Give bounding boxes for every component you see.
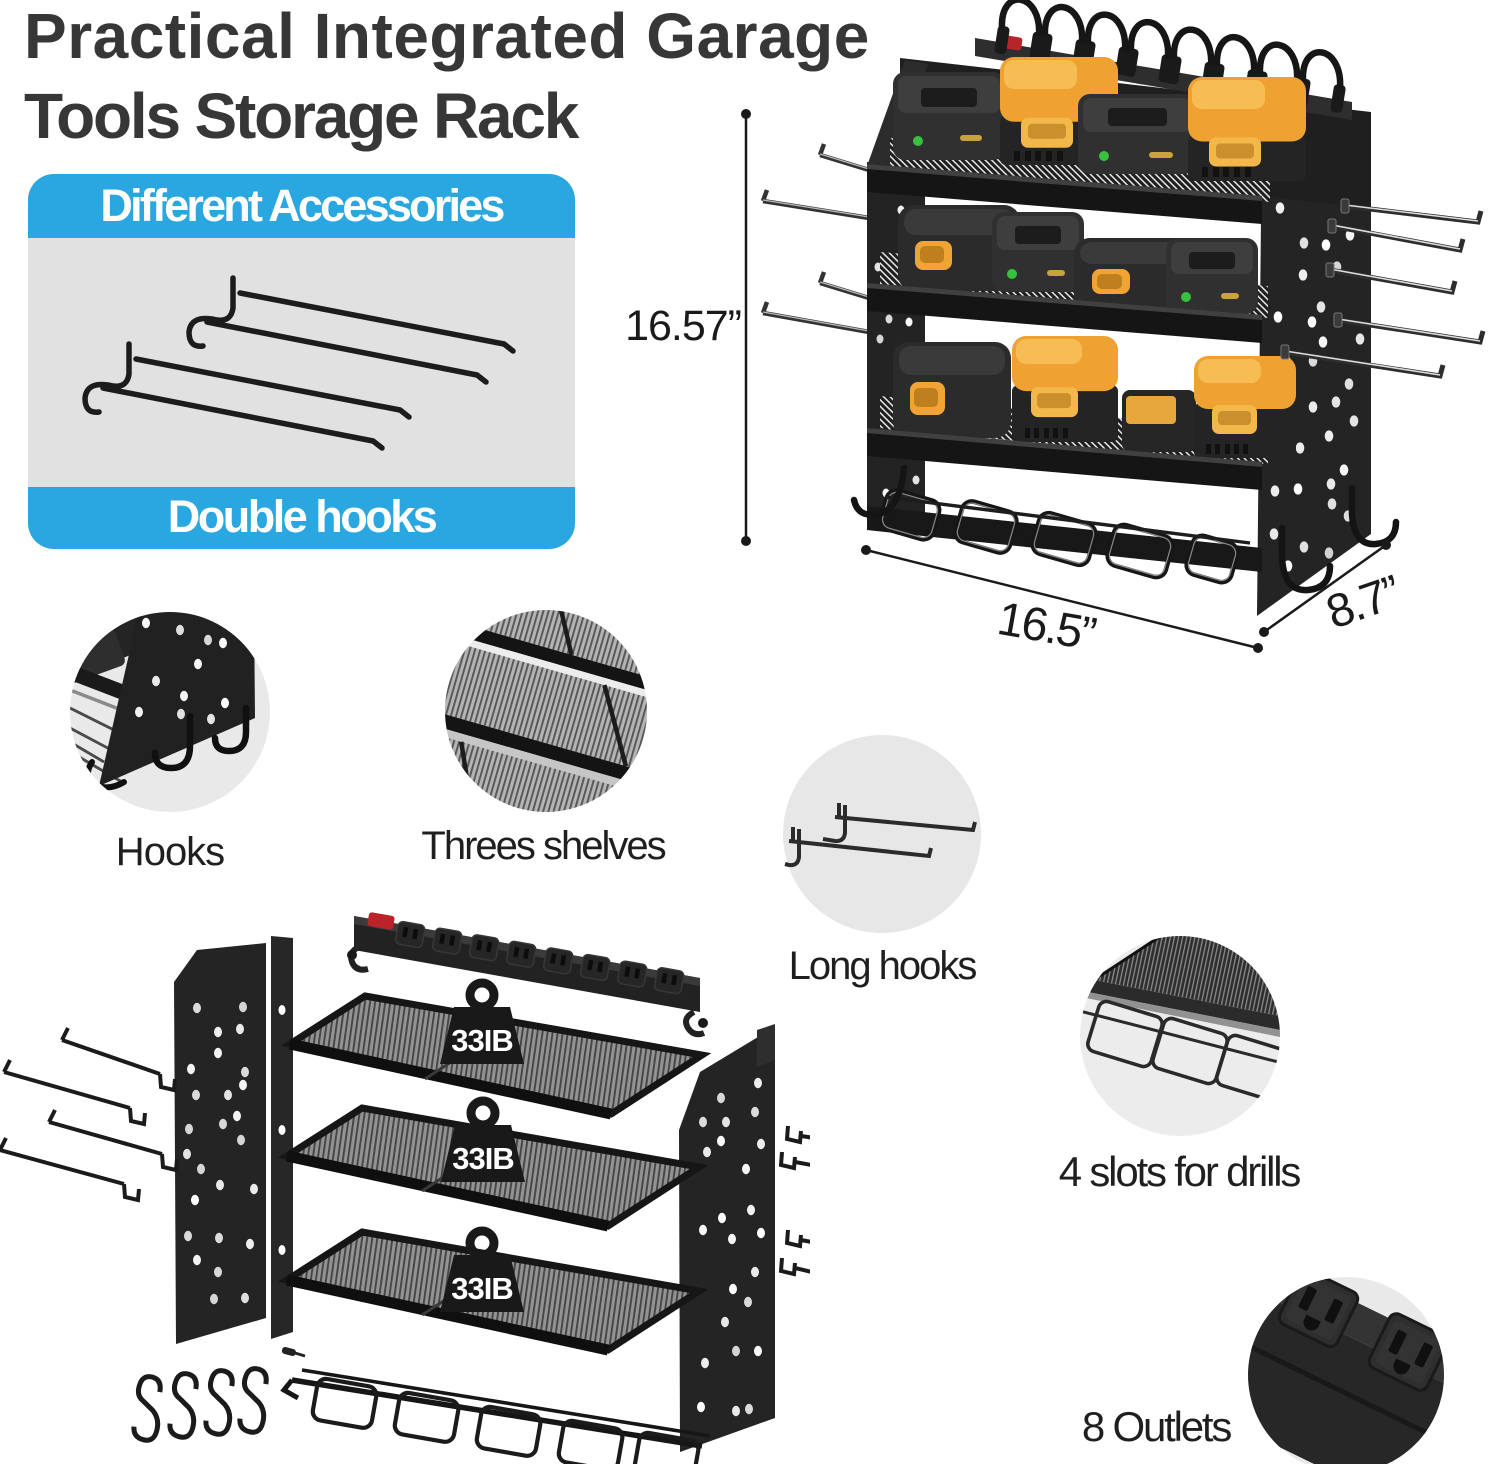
svg-text:16.57”: 16.57”: [625, 302, 741, 350]
svg-text:33IB: 33IB: [451, 1271, 512, 1306]
svg-text:8.7”: 8.7”: [1319, 565, 1406, 639]
svg-text:33IB: 33IB: [451, 1023, 512, 1058]
svg-text:16.5”: 16.5”: [994, 591, 1099, 660]
svg-text:33IB: 33IB: [452, 1141, 513, 1176]
